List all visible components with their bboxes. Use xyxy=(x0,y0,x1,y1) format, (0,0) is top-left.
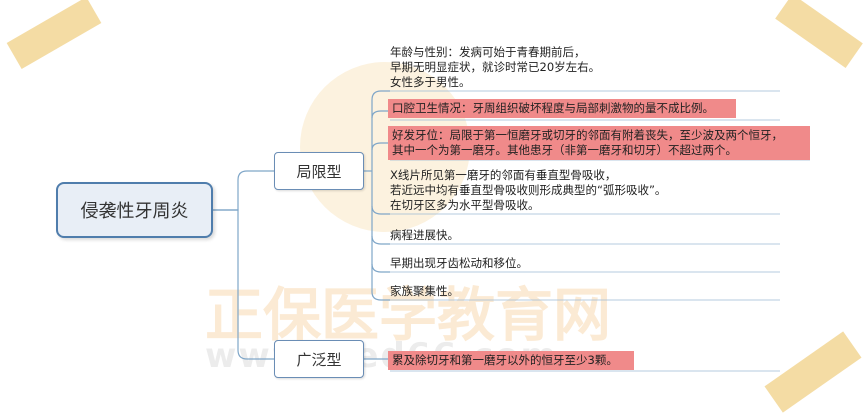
leaf-line: 女性多于男性。 xyxy=(390,75,471,89)
connector-leaf-2 xyxy=(371,110,390,119)
leaf-line: 好发牙位：局限于第一恒磨牙或切牙的邻面有附着丧失，至少波及两个恒牙， xyxy=(392,128,783,142)
leaf-age-sex: 年龄与性别：发病可始于青春期前后， 早期无明显症状，就诊时常已20岁左右。 女性… xyxy=(390,45,600,90)
leaf-line: 其中一个为第一磨牙。其他患牙（非第一磨牙和切牙）不超过两个。 xyxy=(392,143,737,157)
leaf-predilection-sites: 好发牙位：局限于第一恒磨牙或切牙的邻面有附着丧失，至少波及两个恒牙， 其中一个为… xyxy=(388,126,810,160)
leaf-rapid-progression: 病程进展快。 xyxy=(390,228,459,243)
connector-leaf-7 xyxy=(371,264,390,301)
leaf-xray-findings: X线片所见第一磨牙的邻面有垂直型骨吸收， 若近远中均有垂直型骨吸收则形成典型的“… xyxy=(390,168,666,213)
connector-leaf-4 xyxy=(371,171,390,215)
leaf-line: 年龄与性别：发病可始于青春期前后， xyxy=(390,45,586,59)
leaf-line: 累及除切牙和第一磨牙以外的恒牙至少3颗。 xyxy=(392,353,618,367)
connector-leaf-1 xyxy=(371,90,390,171)
leaf-oral-hygiene: 口腔卫生情况：牙周组织破坏程度与局部刺激物的量不成比例。 xyxy=(388,99,736,118)
leaf-line: 在切牙区多为水平型骨吸收。 xyxy=(390,198,540,212)
connector-root-branch-2 xyxy=(213,209,274,360)
branch-node-localized: 局限型 xyxy=(274,152,364,190)
leaf-line: 口腔卫生情况：牙周组织破坏程度与局部刺激物的量不成比例。 xyxy=(392,101,714,115)
leaf-familial-aggregation: 家族聚集性。 xyxy=(390,284,459,299)
connector-leaf-3 xyxy=(371,142,390,151)
connector-leaf-6 xyxy=(371,236,390,273)
leaf-line: 病程进展快。 xyxy=(390,228,459,242)
branch-node-generalized: 广泛型 xyxy=(274,340,364,378)
root-node: 侵袭性牙周炎 xyxy=(56,182,213,238)
connector-root-branch-1 xyxy=(213,170,274,211)
leaf-early-mobility: 早期出现牙齿松动和移位。 xyxy=(390,256,528,271)
leaf-line: 若近远中均有垂直型骨吸收则形成典型的“弧形吸收”。 xyxy=(390,183,667,197)
leaf-line: 早期出现牙齿松动和移位。 xyxy=(390,256,528,270)
leaf-generalized-involvement: 累及除切牙和第一磨牙以外的恒牙至少3颗。 xyxy=(388,351,634,370)
watermark-brand: 正保医学教育网 xyxy=(205,281,612,349)
leaf-line: 家族聚集性。 xyxy=(390,284,459,298)
leaf-line: 早期无明显症状，就诊时常已20岁左右。 xyxy=(390,60,601,74)
leaf-line: X线片所见第一磨牙的邻面有垂直型骨吸收， xyxy=(390,168,617,182)
